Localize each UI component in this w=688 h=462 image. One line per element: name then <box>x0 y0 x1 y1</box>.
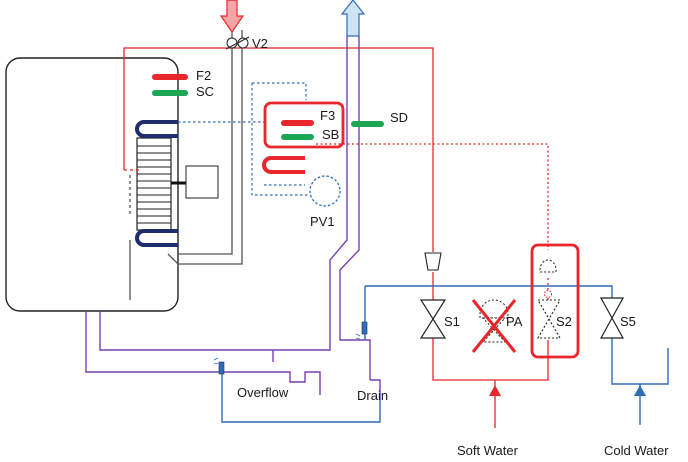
up-arrow-icon <box>340 0 366 37</box>
s2-group[interactable]: S2 <box>530 243 580 359</box>
f3-sb-group[interactable]: F3 SB <box>263 101 345 149</box>
soft-water-label: Soft Water <box>457 443 519 458</box>
purple-outer-riser <box>273 36 348 351</box>
s5-label: S5 <box>620 314 636 329</box>
nozzle-right <box>361 321 368 335</box>
cold-water-arrowhead <box>634 385 646 396</box>
bowtie-valve-icon <box>419 299 447 339</box>
v2-valve[interactable]: V2 <box>225 36 268 51</box>
blue-cold-tray <box>611 338 669 385</box>
blue-top-line <box>365 285 613 298</box>
sd-indicator: SD <box>351 110 408 127</box>
red-coil <box>262 156 305 174</box>
red-circuit <box>123 47 549 428</box>
pa-label: PA <box>506 314 523 329</box>
purple-overflow-line <box>85 311 321 395</box>
s5-valve-body <box>599 297 625 339</box>
coil-bottom <box>135 229 178 247</box>
s2-valve-body <box>537 299 561 339</box>
gray-pipes <box>167 30 243 265</box>
pv1-label: PV1 <box>310 214 335 229</box>
sc-label: SC <box>196 84 214 99</box>
purple-inner-riser <box>339 36 371 380</box>
circle-pump-icon <box>309 175 341 207</box>
cold-water-label: Cold Water <box>604 443 669 458</box>
s1-label: S1 <box>444 314 460 329</box>
s1-valve[interactable]: S1 <box>419 252 460 339</box>
blue-circuit <box>221 285 669 425</box>
purple-left-drop <box>99 311 273 351</box>
sb-label: SB <box>322 127 339 142</box>
purple-drain-line <box>370 379 381 395</box>
coil-top <box>135 120 178 138</box>
f3-sb-highlight <box>263 101 345 149</box>
blue-bottom-line <box>221 362 381 423</box>
heater-box <box>185 165 219 199</box>
exchanger-fins <box>137 145 171 224</box>
f2-label: F2 <box>196 68 211 83</box>
s2-label: S2 <box>556 314 572 329</box>
cold-water-inlet: Cold Water <box>604 385 669 458</box>
blue-dotted-circuit <box>178 82 320 196</box>
overflow-label: Overflow <box>237 385 289 400</box>
sd-label: SD <box>390 110 408 125</box>
v2-label: V2 <box>252 36 268 51</box>
f3-label: F3 <box>320 108 335 123</box>
nozzles <box>213 321 368 375</box>
s2-actuator <box>539 259 557 273</box>
s2-highlight <box>530 243 580 359</box>
pa-component[interactable]: PA <box>471 299 523 353</box>
s5-valve[interactable]: S5 <box>599 297 636 339</box>
drain-label: Drain <box>357 388 388 403</box>
pa-cross-b <box>471 299 517 353</box>
heat-exchanger <box>135 120 219 247</box>
down-arrow-icon <box>219 0 245 34</box>
s1-actuator <box>424 252 442 271</box>
red-main-line <box>123 47 434 252</box>
s2-joint <box>544 290 552 298</box>
red-dotted-upper <box>316 143 549 250</box>
f2-sc-indicators: F2 SC <box>152 68 214 99</box>
dome-actuator-icon <box>479 299 509 319</box>
soft-water-arrowhead <box>489 385 501 396</box>
pa-valve-body <box>481 317 507 343</box>
pv1-pump[interactable]: PV1 <box>309 175 341 229</box>
nozzle-left <box>218 361 225 375</box>
soft-water-inlet: Soft Water <box>457 385 519 458</box>
purple-circuit <box>85 36 381 395</box>
red-lower-loop <box>432 335 549 381</box>
